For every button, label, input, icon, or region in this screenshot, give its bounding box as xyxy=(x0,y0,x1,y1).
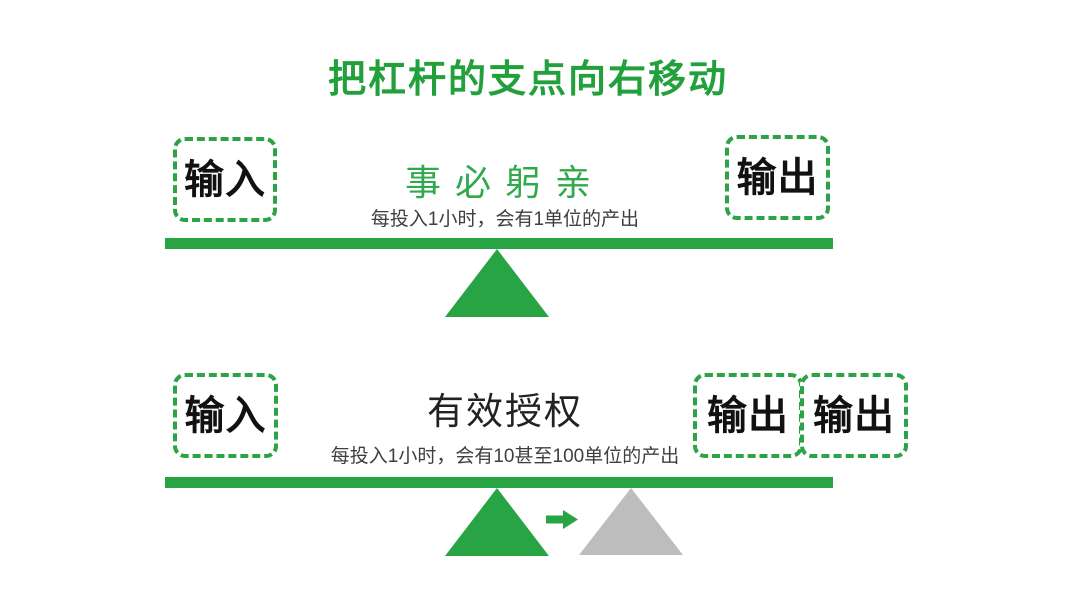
before-heading: 事必躬亲 xyxy=(404,162,605,203)
before-input-box: 输入 xyxy=(173,137,277,222)
before-fulcrum-triangle-icon xyxy=(445,249,549,317)
after-output-label-2: 输出 xyxy=(813,393,895,438)
before-output-label: 输出 xyxy=(736,155,819,200)
after-output-box-1: 输出 xyxy=(693,373,803,458)
after-lever-bar xyxy=(165,477,833,488)
after-fulcrum-new-triangle-icon xyxy=(579,488,683,555)
after-subtitle: 每投入1小时，会有10甚至100单位的产出 xyxy=(330,446,680,467)
after-output-box-2: 输出 xyxy=(800,373,908,458)
after-input-label: 输入 xyxy=(184,393,267,438)
before-input-label: 输入 xyxy=(184,157,266,202)
before-lever-bar xyxy=(165,238,833,249)
before-output-box: 输出 xyxy=(725,135,830,220)
after-input-box: 输入 xyxy=(173,373,278,458)
after-fulcrum-old-triangle-icon xyxy=(445,488,549,556)
after-heading: 有效授权 xyxy=(427,391,583,432)
slide-title: 把杠杆的支点向右移动 xyxy=(327,59,728,101)
right-arrow-icon xyxy=(546,510,578,529)
before-subtitle: 每投入1小时，会有1单位的产出 xyxy=(370,209,640,230)
after-output-label-1: 输出 xyxy=(707,393,789,438)
